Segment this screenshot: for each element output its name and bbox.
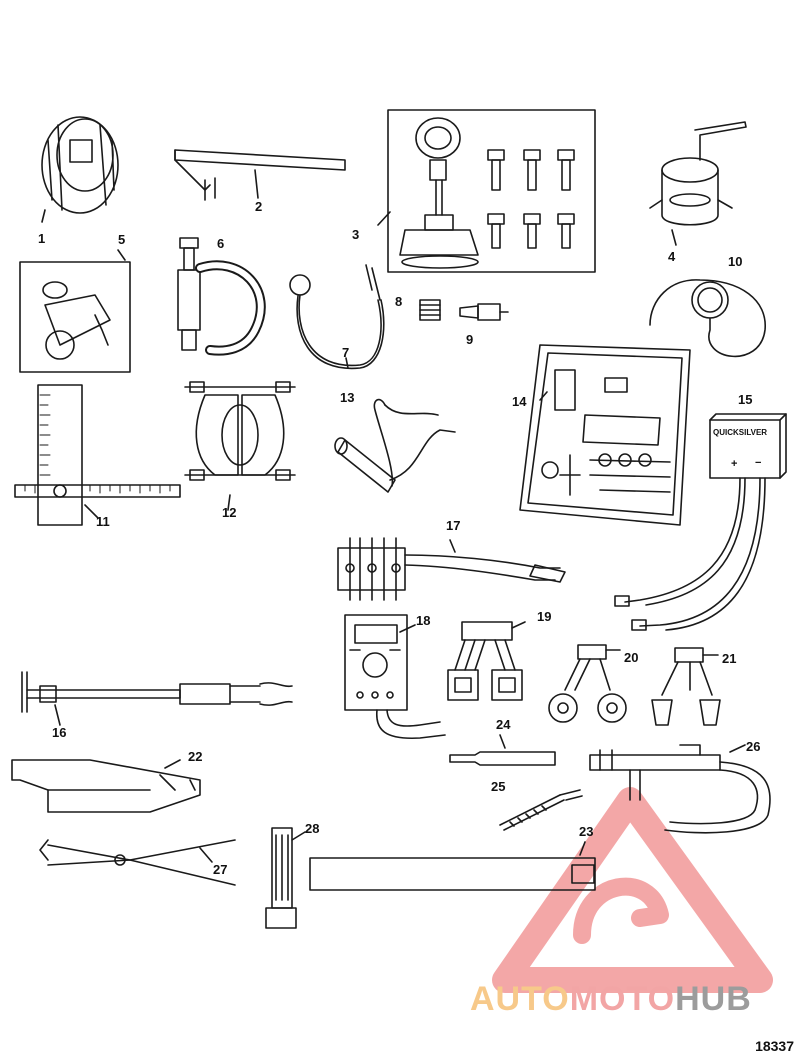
tool-11-flywheel-scale bbox=[15, 385, 180, 525]
watermark-part-3: HUB bbox=[675, 980, 752, 1018]
callout-9: 9 bbox=[466, 332, 474, 347]
tool-12-bearing-separator bbox=[185, 382, 295, 510]
watermark-part-2: MOTO bbox=[569, 980, 676, 1018]
callout-28: 28 bbox=[305, 821, 320, 836]
callout-21: 21 bbox=[722, 651, 737, 666]
callout-2: 2 bbox=[255, 199, 263, 214]
callout-10: 10 bbox=[728, 254, 743, 269]
watermark-part-1: AUTO bbox=[470, 980, 570, 1018]
tool-19-harness-adapter bbox=[448, 622, 525, 700]
callout-27: 27 bbox=[213, 862, 228, 877]
tool-21-connector-adapter bbox=[652, 648, 720, 725]
callout-5: 5 bbox=[118, 232, 126, 247]
tool-7-pressure-gauge bbox=[290, 265, 384, 368]
callout-20: 20 bbox=[624, 650, 639, 665]
tool-20-round-connector-adapter bbox=[549, 645, 626, 722]
figure-id: 18337 bbox=[755, 1038, 794, 1054]
tool-8-fitting bbox=[420, 300, 440, 320]
watermark-text: AUTOMOTOHUB bbox=[470, 980, 752, 1019]
callout-7: 7 bbox=[342, 345, 350, 360]
tool-4-gauge-cup bbox=[650, 122, 746, 245]
callout-24: 24 bbox=[496, 717, 511, 732]
tool-9-hose-barb bbox=[460, 304, 508, 320]
tool-27-pliers bbox=[40, 840, 235, 885]
callout-19: 19 bbox=[537, 609, 552, 624]
callout-12: 12 bbox=[222, 505, 237, 520]
tool-28-driver bbox=[266, 828, 305, 928]
callout-25: 25 bbox=[491, 779, 506, 794]
tool-15-plus-label: + bbox=[731, 458, 738, 470]
tool-3-lifting-eye-kit bbox=[378, 110, 595, 272]
callout-23: 23 bbox=[579, 824, 594, 839]
tool-2-puller-bar bbox=[175, 150, 345, 200]
tool-1-filter-wrench bbox=[42, 117, 118, 222]
callout-1: 1 bbox=[38, 231, 46, 246]
tool-15-quicksilver-tester bbox=[615, 414, 786, 630]
tool-6-vacuum-pump bbox=[178, 238, 261, 351]
tool-10-pressure-gauge bbox=[650, 280, 765, 357]
callout-15: 15 bbox=[738, 392, 753, 407]
tool-17-spark-tester bbox=[338, 538, 565, 600]
tool-18-multimeter bbox=[345, 615, 445, 738]
callout-18: 18 bbox=[416, 613, 431, 628]
tool-15-minus-label: − bbox=[755, 457, 762, 469]
callout-13: 13 bbox=[340, 390, 355, 405]
callout-6: 6 bbox=[217, 236, 225, 251]
tool-26-c-clamp bbox=[590, 745, 770, 833]
tool-22-template bbox=[12, 760, 200, 812]
tool-23-tube bbox=[310, 842, 595, 890]
callout-14: 14 bbox=[512, 394, 527, 409]
tool-25-spring-tool bbox=[500, 790, 582, 830]
tool-24-punch bbox=[450, 735, 555, 765]
callout-3: 3 bbox=[352, 227, 360, 242]
tool-5-fuel-tool-inset bbox=[20, 250, 130, 372]
tool-16-t-handle-tool bbox=[22, 672, 292, 725]
callout-16: 16 bbox=[52, 725, 67, 740]
callout-26: 26 bbox=[746, 739, 761, 754]
tool-15-brand-label: QUICKSILVER bbox=[713, 428, 768, 437]
callout-4: 4 bbox=[668, 249, 676, 264]
callout-11: 11 bbox=[96, 514, 110, 529]
callout-8: 8 bbox=[395, 294, 403, 309]
callout-22: 22 bbox=[188, 749, 203, 764]
callout-17: 17 bbox=[446, 518, 461, 533]
tool-14-tool-case bbox=[520, 345, 690, 525]
tool-13-timing-light bbox=[335, 400, 455, 492]
